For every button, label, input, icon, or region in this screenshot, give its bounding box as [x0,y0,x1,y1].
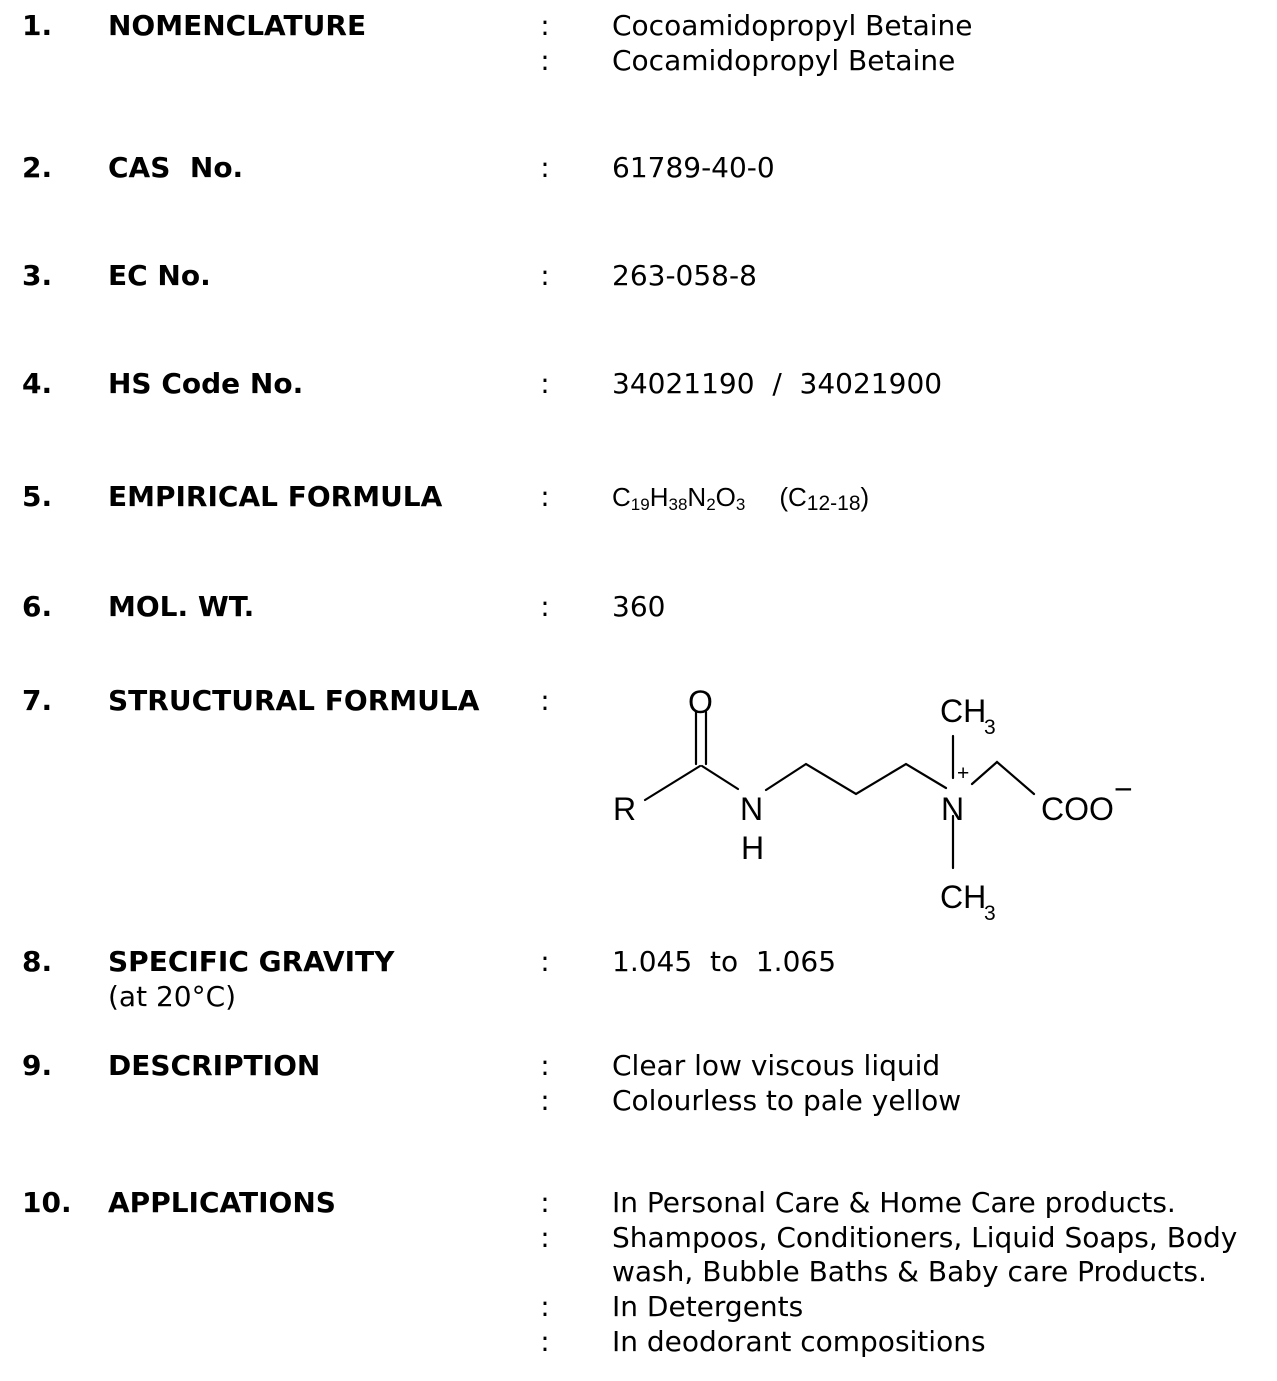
atom-label: CH [940,693,986,729]
formula-alt: (C [779,482,807,512]
item-number: 1. [22,9,53,42]
bond [970,760,1036,796]
formula-element: C [612,482,631,512]
separator: : [540,1325,550,1358]
item-label: SPECIFIC GRAVITY [108,945,395,978]
separator: : [540,367,550,400]
separator: : [540,1290,550,1323]
item-number: 8. [22,945,53,978]
separator: : [540,1084,550,1117]
separator: : [540,684,550,717]
separator: : [540,590,550,623]
formula-element: N [687,482,707,512]
item-label: HS Code No. [108,367,304,400]
item-value: Cocoamidopropyl Betaine [612,9,973,42]
item-value: 1.045 to 1.065 [612,945,837,978]
item-value: wash, Bubble Baths & Baby care Products. [612,1255,1207,1288]
structural-formula: O R N H N + CH 3 CH 3 COO − [613,684,1133,925]
item-number: 5. [22,480,53,513]
item-label: MOL. WT. [108,590,255,623]
item-value: Cocamidopropyl Betaine [612,44,956,77]
atom-subscript: 3 [984,716,996,739]
item-label: DESCRIPTION [108,1049,321,1082]
separator: : [540,9,550,42]
item-label: CAS No. [108,151,244,184]
formula-element: H [649,482,669,512]
charge-label: + [957,762,969,785]
separator: : [540,1049,550,1082]
separator: : [540,1221,550,1254]
bond [700,764,740,791]
item-number: 6. [22,590,53,623]
item-value: In Personal Care & Home Care products. [612,1186,1176,1219]
item-number: 3. [22,259,53,292]
item-label: APPLICATIONS [108,1186,336,1219]
item-number: 10. [22,1186,72,1219]
bond [764,762,948,796]
formula-subscript: 19 [630,495,650,514]
atom-label: N [941,791,964,827]
item-number: 9. [22,1049,53,1082]
item-label: STRUCTURAL FORMULA [108,684,480,717]
item-label: NOMENCLATURE [108,9,367,42]
item-value: In deodorant compositions [612,1325,986,1358]
formula-alt-subscript: 12-18 [806,492,861,515]
formula-subscript: 2 [706,495,716,514]
atom-label: R [613,791,636,827]
separator: : [540,44,550,77]
atom-label: O [688,684,713,720]
formula-element: O [715,482,736,512]
separator: : [540,1186,550,1219]
formula-subscript: 38 [668,495,688,514]
formula-alt: ) [860,482,870,512]
atom-label: CH [940,879,986,915]
atom-subscript: 3 [984,902,996,925]
item-value: Colourless to pale yellow [612,1084,962,1117]
item-label: EC No. [108,259,211,292]
empirical-formula: C19H38N2O3 (C12-18) [612,482,869,516]
item-number: 2. [22,151,53,184]
formula-subscript: 3 [735,495,746,514]
atom-label: COO [1041,791,1114,827]
item-value: Shampoos, Conditioners, Liquid Soaps, Bo… [612,1221,1238,1254]
separator: : [540,480,550,513]
item-value: 61789-40-0 [612,151,775,184]
item-number: 7. [22,684,53,717]
atom-label: N [740,791,763,827]
item-value: 263-058-8 [612,259,757,292]
separator: : [540,151,550,184]
item-sublabel: (at 20°C) [108,980,237,1013]
item-value: Clear low viscous liquid [612,1049,941,1082]
item-value: 34021190 / 34021900 [612,367,943,400]
item-value: 360 [612,590,666,623]
item-label: EMPIRICAL FORMULA [108,480,443,513]
atom-label: H [741,830,764,866]
separator: : [540,259,550,292]
item-number: 4. [22,367,53,400]
bond [643,764,702,802]
charge-label: − [1114,771,1133,807]
item-value: In Detergents [612,1290,804,1323]
separator: : [540,945,550,978]
